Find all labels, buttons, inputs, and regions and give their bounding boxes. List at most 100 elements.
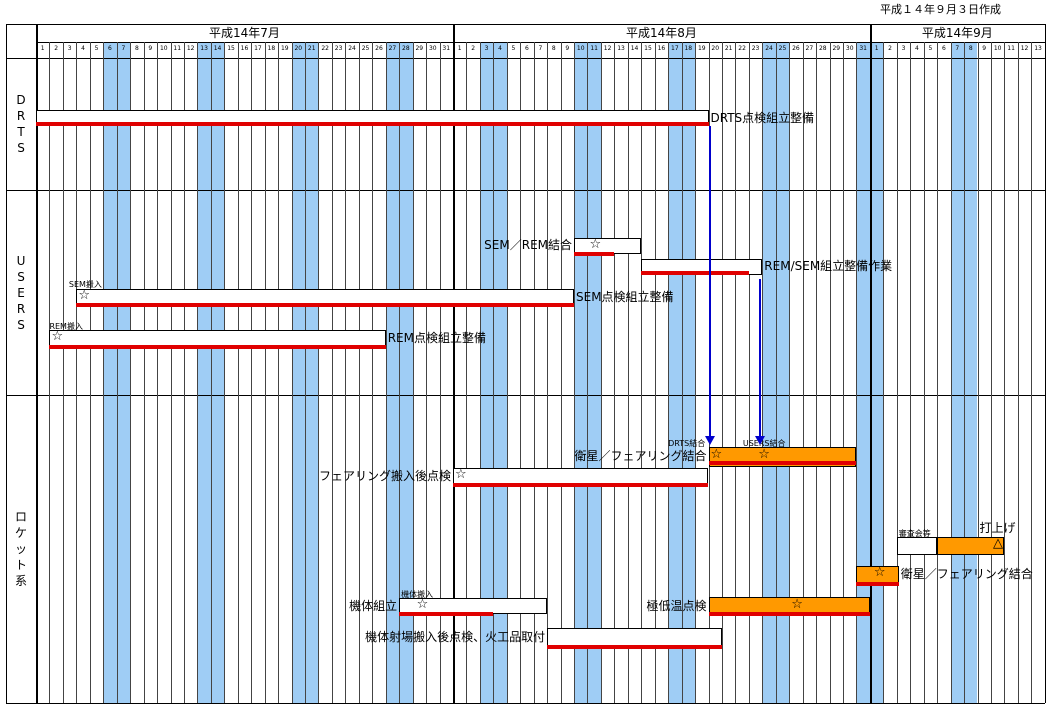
day-gridline — [197, 42, 199, 703]
day-number: 22 — [738, 45, 746, 52]
day-number: 18 — [684, 45, 693, 52]
day-number: 30 — [428, 45, 437, 52]
day-number: 6 — [108, 45, 112, 52]
day-number: 14 — [630, 45, 639, 52]
day-number: 10 — [576, 45, 585, 52]
day-gridline — [89, 42, 91, 703]
task-note: REM搬入 — [49, 322, 83, 331]
task-label: 機体射場搬入後点検、火工品取付 — [365, 630, 546, 644]
day-gridline — [412, 42, 414, 703]
day-gridline — [802, 42, 804, 703]
weekend-column — [950, 42, 965, 703]
day-gridline — [399, 42, 401, 703]
day-number: 5 — [511, 45, 516, 52]
day-number: 19 — [697, 45, 706, 52]
weekend-column — [291, 42, 305, 703]
day-gridline — [224, 42, 226, 703]
day-gridline — [143, 42, 145, 703]
day-number: 9 — [148, 45, 153, 52]
day-number: 27 — [805, 45, 814, 52]
day-number: 26 — [375, 45, 383, 52]
day-gridline — [520, 42, 522, 703]
dependency-arrow — [759, 279, 762, 437]
task-note: DRTS結合 — [668, 439, 706, 448]
day-number: 10 — [993, 45, 1002, 52]
frame-right — [1044, 24, 1046, 703]
frame-top — [6, 24, 1045, 25]
day-number: 13 — [617, 45, 625, 52]
star-icon: ☆ — [416, 597, 429, 612]
day-gridline — [345, 42, 347, 703]
day-gridline — [775, 42, 777, 703]
day-gridline — [291, 42, 293, 703]
day-number: 9 — [982, 45, 987, 52]
weekend-column — [305, 42, 319, 703]
day-gridline — [305, 42, 306, 703]
progress-bar — [856, 582, 899, 586]
header-bottom — [6, 58, 1045, 59]
day-gridline — [654, 42, 656, 703]
task-label: SEM点検組立整備 — [576, 290, 674, 304]
day-number: 17 — [254, 45, 262, 52]
day-number: 14 — [213, 45, 222, 52]
section-divider — [6, 190, 1045, 191]
progress-bar — [76, 303, 574, 307]
day-number: 12 — [1020, 45, 1029, 52]
task-label: フェアリング搬入後点検 — [318, 469, 451, 483]
day-number: 4 — [81, 45, 85, 52]
day-gridline — [170, 42, 172, 703]
day-number: 24 — [348, 45, 356, 52]
day-number: 2 — [54, 45, 59, 52]
task-bar — [937, 537, 1005, 555]
day-number: 23 — [751, 45, 760, 52]
task-note: SEM搬入 — [68, 280, 102, 289]
day-number: 11 — [590, 45, 598, 52]
weekend-column — [479, 42, 494, 703]
day-gridline — [318, 42, 320, 703]
weekend-column — [103, 42, 117, 703]
day-gridline — [130, 42, 132, 703]
day-number: 13 — [1034, 45, 1042, 52]
day-gridline — [385, 42, 387, 703]
weekend-column — [116, 42, 131, 703]
day-number: 3 — [484, 45, 489, 52]
task-bar — [896, 537, 938, 555]
day-gridline — [547, 42, 549, 703]
day-number: 17 — [671, 45, 679, 52]
day-number: 1 — [874, 45, 879, 52]
weekend-column — [668, 42, 682, 703]
frame-bottom — [6, 703, 1045, 704]
day-number: 3 — [67, 45, 72, 52]
day-gridline — [614, 42, 616, 703]
day-gridline — [843, 42, 844, 703]
progress-bar — [36, 122, 709, 126]
day-gridline — [910, 42, 912, 703]
progress-bar — [452, 483, 709, 487]
day-number: 25 — [361, 45, 370, 52]
month-label: 平成14年8月 — [625, 26, 697, 40]
day-gridline — [157, 42, 159, 703]
progress-bar — [708, 612, 870, 616]
progress-bar — [49, 345, 386, 349]
task-label: 機体組立 — [349, 599, 398, 613]
day-gridline — [251, 42, 253, 703]
task-label: REM点検組立整備 — [387, 331, 486, 345]
day-gridline — [990, 42, 992, 703]
weekend-column — [775, 42, 790, 703]
weekend-column — [869, 42, 884, 703]
task-label: REM/SEM組立整備作業 — [764, 259, 893, 273]
day-number: 10 — [159, 45, 168, 52]
star-icon: ☆ — [78, 288, 90, 303]
task-note: 審査会等 — [898, 529, 931, 538]
month-divider — [452, 24, 455, 703]
day-gridline — [587, 42, 589, 703]
day-number: 21 — [307, 45, 316, 52]
day-number: 21 — [724, 45, 733, 52]
day-number: 1 — [40, 45, 45, 52]
task-bar — [452, 468, 709, 484]
day-number: 11 — [1007, 45, 1015, 52]
day-gridline — [829, 42, 831, 703]
day-number: 11 — [173, 45, 182, 52]
day-gridline — [62, 42, 64, 703]
